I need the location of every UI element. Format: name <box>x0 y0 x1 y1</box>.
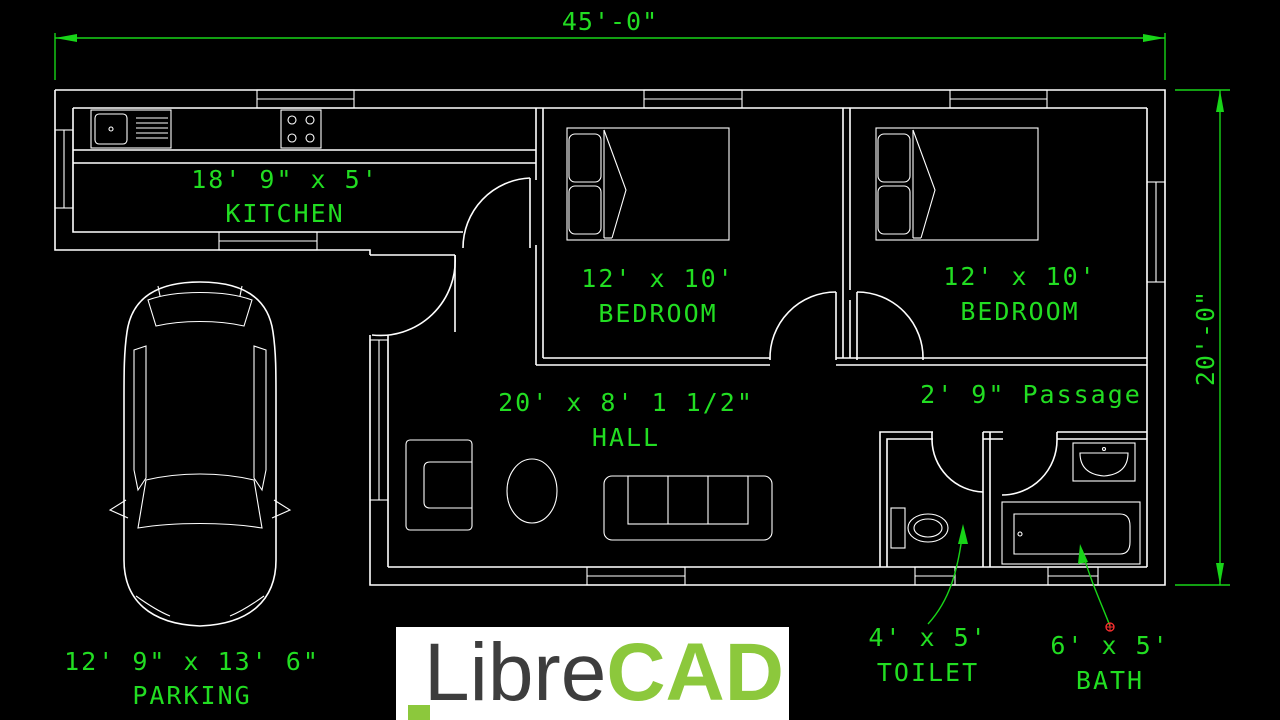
toilet-leader <box>927 524 968 625</box>
coffee-table <box>506 458 558 524</box>
bedroom-2-size-label: 12' x 10' <box>943 262 1096 291</box>
kitchen-sink <box>90 109 172 149</box>
width-dimension <box>54 33 1166 80</box>
toilet-name-label: TOILET <box>877 658 979 687</box>
kitchen-stove <box>280 109 322 149</box>
bed-1 <box>566 127 730 241</box>
bath-size-label: 6' x 5' <box>1050 631 1169 660</box>
parking-size-label: 12' 9" x 13' 6" <box>64 647 320 676</box>
sofa <box>603 475 773 541</box>
car <box>108 281 292 627</box>
toilet-size-label: 4' x 5' <box>868 623 987 652</box>
bath-name-label: BATH <box>1076 666 1144 695</box>
windows <box>54 89 1166 586</box>
logo-text-libre: Libre <box>424 627 607 718</box>
width-dimension-label: 45'-0" <box>562 7 658 36</box>
kitchen-name-label: KITCHEN <box>225 199 344 228</box>
armchair <box>405 439 473 531</box>
librecad-logo: LibreCAD <box>396 627 789 720</box>
wash-basin <box>1072 442 1136 482</box>
depth-dimension <box>1175 89 1230 586</box>
bath-leader <box>1078 544 1115 632</box>
bedroom-1-name-label: BEDROOM <box>598 299 717 328</box>
doors <box>371 177 1058 496</box>
logo-wordmark: LibreCAD <box>424 627 784 720</box>
bedroom-2-name-label: BEDROOM <box>960 297 1079 326</box>
kitchen-size-label: 18' 9" x 5' <box>191 165 379 194</box>
logo-text-cad: CAD <box>606 627 784 718</box>
passage-label: 2' 9" Passage <box>920 380 1142 409</box>
depth-dimension-label: 20'-0" <box>1191 290 1220 386</box>
bedroom-1-size-label: 12' x 10' <box>581 264 734 293</box>
interior-walls <box>535 108 1147 567</box>
hall-size-label: 20' x 8' 1 1/2" <box>498 388 754 417</box>
hall-name-label: HALL <box>592 423 660 452</box>
logo-accent-bar <box>408 705 430 720</box>
bed-2 <box>875 127 1039 241</box>
parking-name-label: PARKING <box>132 681 251 710</box>
bathtub <box>1001 501 1141 565</box>
toilet-fixture <box>890 507 949 549</box>
